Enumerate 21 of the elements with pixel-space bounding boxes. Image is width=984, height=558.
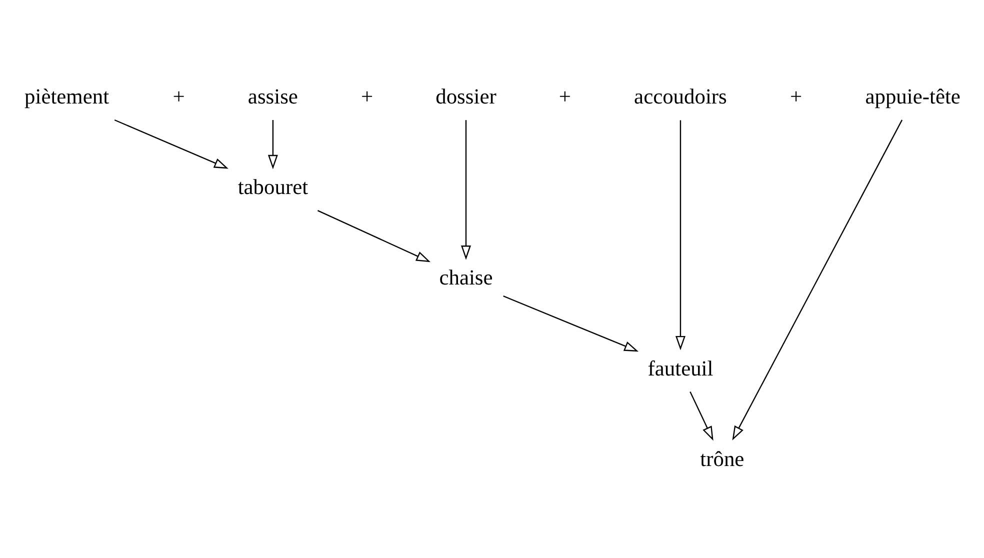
node-text: accoudoirs — [634, 84, 726, 108]
node-text: fauteuil — [647, 356, 713, 380]
node-text: trône — [700, 446, 744, 470]
arrow — [114, 118, 228, 168]
label: + — [558, 84, 570, 108]
arrow — [460, 120, 470, 260]
arrow — [316, 210, 430, 262]
label: + — [790, 84, 802, 108]
arrow — [689, 390, 713, 440]
label: + — [360, 84, 373, 108]
node-text: dossier — [435, 84, 496, 108]
node-text: piètement — [24, 84, 109, 108]
node-text: assise — [247, 84, 298, 108]
arrow — [674, 120, 685, 350]
arrow — [502, 295, 638, 352]
node-text: chaise — [438, 265, 492, 290]
node-text: tabouret — [237, 174, 308, 199]
arrow — [732, 119, 902, 440]
arrow — [267, 120, 278, 169]
label: + — [172, 84, 184, 108]
node-text: appuie-tête — [864, 84, 960, 108]
